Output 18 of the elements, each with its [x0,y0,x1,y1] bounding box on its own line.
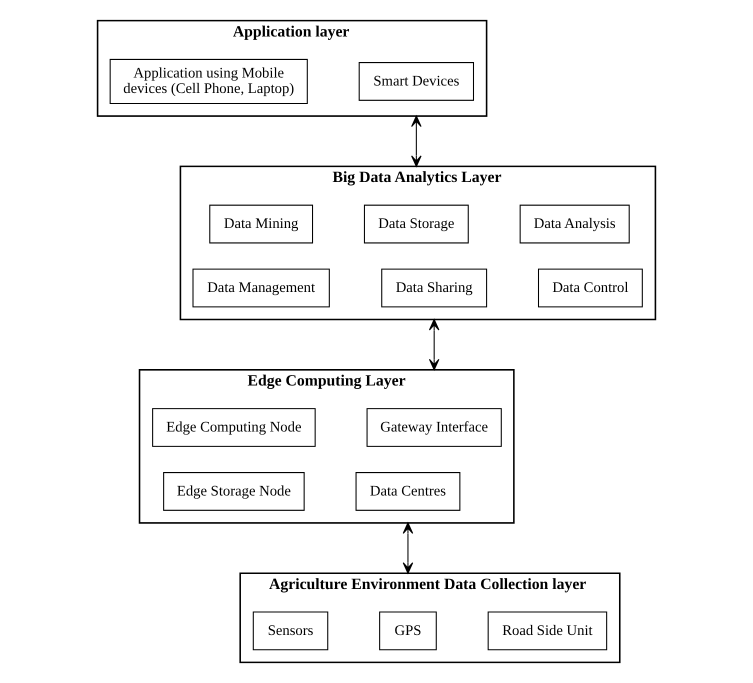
node-box: GPS [379,612,437,650]
node-box: Data Mining [209,204,314,244]
arrow [411,116,422,167]
node-box: Edge Computing Node [152,408,316,447]
node-box: Sensors [252,612,328,650]
node-box: Gateway Interface [366,408,502,447]
node-box: Data Control [538,268,643,308]
arrow [402,522,414,574]
node-box: Data Sharing [381,268,488,308]
arrow [428,318,440,370]
node-box: Application using Mobile devices (Cell Phone, Laptop) [110,58,308,104]
node-box: Data Analysis [520,204,630,244]
node-box: Smart Devices [358,62,474,101]
node-box: Data Management [192,268,330,308]
node-box: Road Side Unit [488,612,608,650]
node-box: Data Centres [356,472,460,511]
node-box: Edge Storage Node [163,472,305,511]
node-box: Data Storage [364,204,469,244]
